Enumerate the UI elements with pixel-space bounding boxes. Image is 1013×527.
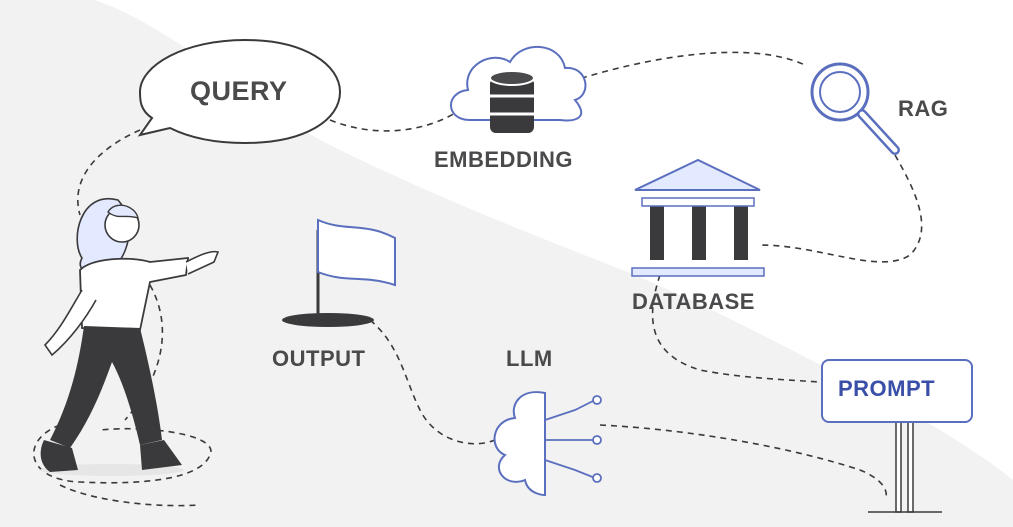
brain-icon [493, 391, 602, 497]
query-label: QUERY [190, 76, 288, 106]
database-building-icon [631, 158, 765, 277]
embedding-label: EMBEDDING [434, 147, 573, 172]
output-label: OUTPUT [272, 346, 366, 371]
database-label: DATABASE [632, 289, 755, 314]
magnifier-icon [810, 62, 900, 155]
embedding-cloud-icon [450, 46, 587, 133]
query-bubble [137, 38, 342, 145]
prompt-sign [821, 359, 973, 513]
llm-label: LLM [506, 346, 553, 371]
rag-label: RAG [898, 96, 949, 121]
prompt-label: PROMPT [838, 376, 936, 401]
flag-icon [282, 218, 396, 327]
dashed-path [33, 51, 923, 507]
database-cylinder-icon [489, 70, 535, 133]
person-figure [40, 197, 220, 476]
